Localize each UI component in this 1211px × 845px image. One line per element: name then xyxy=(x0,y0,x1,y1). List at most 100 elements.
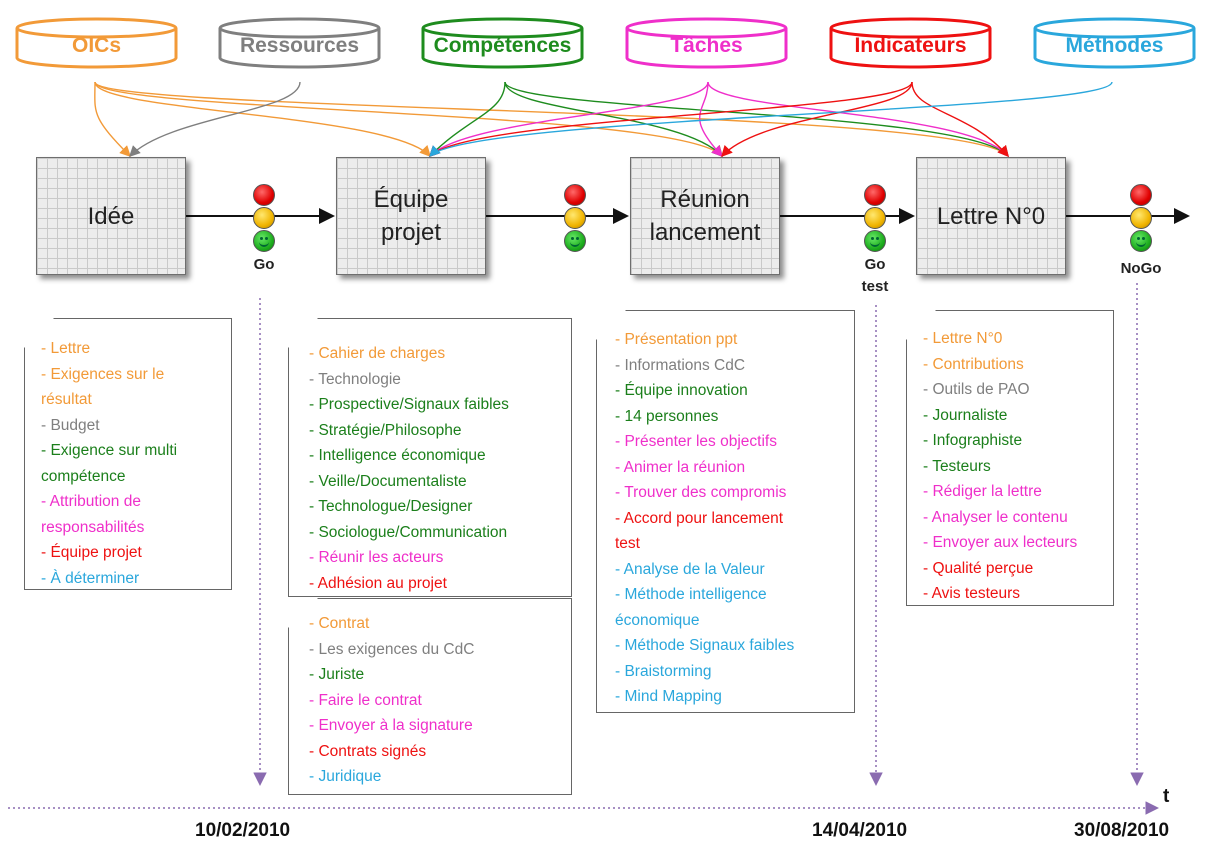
note-equipe-item: - Réunir les acteurs xyxy=(309,549,444,566)
note-equipe-projet-list: - Cahier de charges - Technologie - Prospe… xyxy=(289,319,571,596)
note-idee-item: résultat xyxy=(41,391,92,408)
note-contrat-item: - Faire le contrat xyxy=(309,691,422,709)
connector-taches-to-lettre xyxy=(707,81,1009,158)
note-idee-item: - À déterminer xyxy=(41,569,140,587)
step-lettre-n0-label: Lettre N°0 xyxy=(936,202,1046,230)
note-reunion-item: - Accord pour lancement xyxy=(615,509,784,527)
note-contrat-item: - Les exigences du CdC xyxy=(309,640,475,658)
traffic-light-3 xyxy=(864,184,886,253)
connector-competences-to-equipe xyxy=(429,81,506,157)
connector-competences-to-lettre xyxy=(504,81,1009,158)
note-lettre-item: - Outils de PAO xyxy=(923,381,1030,398)
database-taches: Tâches xyxy=(624,16,789,70)
connector-competences-to-reunion xyxy=(504,81,723,158)
database-competences: Compétences xyxy=(420,16,585,70)
note-equipe-item: - Technologue/Designer xyxy=(309,498,473,515)
note-equipe-item: - Cahier de charges xyxy=(309,345,446,362)
yellow-light-icon xyxy=(1130,207,1152,229)
time-axis-label: t xyxy=(1163,786,1170,807)
note-reunion-item: - Méthode intelligence xyxy=(615,586,767,603)
green-smiley-light-icon xyxy=(864,230,886,252)
note-equipe-projet: - Cahier de charges - Technologie - Prospe… xyxy=(288,318,572,597)
decision-label-3: Go test xyxy=(861,256,889,295)
note-contrat-item: - Contrats signés xyxy=(309,742,427,760)
database-methodes-label: Méthodes xyxy=(1065,34,1164,57)
green-smiley-light-icon xyxy=(1130,230,1152,252)
decision-label-1: Go xyxy=(253,256,275,273)
note-equipe-item: - Veille/Documentaliste xyxy=(309,472,467,490)
note-contrat-item: - Envoyer à la signature xyxy=(309,717,473,734)
date-label-2: 14/04/2010 xyxy=(812,820,908,841)
note-equipe-item: - Prospective/Signaux faibles xyxy=(309,396,509,413)
note-reunion-item: - Animer la réunion xyxy=(615,458,746,476)
note-lettre-n0-list: - Lettre N°0 - Contributions - Outils de P… xyxy=(907,311,1113,606)
green-smiley-light-icon xyxy=(253,230,275,252)
note-equipe-item: - Stratégie/Philosophe xyxy=(309,421,462,439)
note-contrat-item: - Juridique xyxy=(309,768,382,785)
step-lettre-n0: Lettre N°0 xyxy=(916,157,1066,275)
connector-ressources-to-idee xyxy=(129,81,301,157)
note-reunion-item: - Analyse de la Valeur xyxy=(615,560,765,578)
note-lettre-item: - Avis testeurs xyxy=(923,585,1021,602)
note-reunion-item: - Présenter les objectifs xyxy=(615,433,777,450)
note-lettre-item: - Testeurs xyxy=(923,457,991,475)
database-indicateurs-label: Indicateurs xyxy=(854,34,967,57)
green-smiley-light-icon xyxy=(564,230,586,252)
note-idee-item: - Équipe projet xyxy=(41,544,142,561)
note-lettre-item: - Lettre N°0 xyxy=(923,330,1003,347)
traffic-light-2 xyxy=(564,184,586,253)
note-reunion-item: test xyxy=(615,535,640,552)
note-reunion-lancement-list: - Présentation ppt- Informations CdC- Éq… xyxy=(597,311,854,710)
note-reunion-item: - Braistorming xyxy=(615,662,712,680)
note-reunion-item: économique xyxy=(615,611,700,629)
database-taches-label: Tâches xyxy=(670,34,743,57)
note-lettre-item: - Envoyer aux lecteurs xyxy=(923,534,1078,551)
note-reunion-item: - 14 personnes xyxy=(615,407,719,425)
connector-oics-to-reunion xyxy=(94,81,723,158)
decision-label-4: NoGo xyxy=(1120,260,1162,277)
yellow-light-icon xyxy=(864,207,886,229)
red-light-icon xyxy=(253,184,275,206)
note-idee-item: - Lettre xyxy=(41,340,91,357)
connector-indicateurs-to-equipe xyxy=(429,81,913,157)
step-reunion-lancement: Réunion lancement xyxy=(630,157,780,275)
database-methodes: Méthodes xyxy=(1032,16,1197,70)
connector-taches-to-equipe xyxy=(429,81,709,157)
red-light-icon xyxy=(1130,184,1152,206)
note-reunion-item: - Présentation ppt xyxy=(615,331,738,348)
note-lettre-item: - Rédiger la lettre xyxy=(923,483,1042,500)
note-equipe-item: - Adhésion au projet xyxy=(309,574,447,592)
database-ressources: Ressources xyxy=(217,16,382,70)
note-reunion-item: - Équipe innovation xyxy=(615,382,748,399)
database-competences-label: Compétences xyxy=(433,34,572,57)
date-label-1: 10/02/2010 xyxy=(195,820,291,841)
note-equipe-item: - Technologie xyxy=(309,370,401,388)
connector-indicateurs-to-lettre xyxy=(911,81,1009,158)
traffic-light-4 xyxy=(1130,184,1152,253)
note-idee-item: - Attribution de xyxy=(41,493,141,510)
note-idee-item: - Budget xyxy=(41,416,100,434)
connector-oics-to-lettre xyxy=(94,81,1009,158)
note-idee-item: responsabilités xyxy=(41,518,145,536)
database-oics: OICs xyxy=(14,16,179,70)
note-equipe-item: - Sociologue/Communication xyxy=(309,523,508,541)
note-reunion-item: - Mind Mapping xyxy=(615,688,722,705)
note-lettre-item: - Infographiste xyxy=(923,432,1023,449)
note-equipe-item: - Intelligence économique xyxy=(309,447,486,464)
yellow-light-icon xyxy=(564,207,586,229)
step-equipe-projet: Équipe projet xyxy=(336,157,486,275)
step-equipe-projet-label: Équipe projet xyxy=(373,186,449,246)
note-reunion-item: - Trouver des compromis xyxy=(615,484,787,501)
note-reunion-item: - Méthode Signaux faibles xyxy=(615,637,795,654)
note-reunion-lancement: - Présentation ppt- Informations CdC- Éq… xyxy=(596,310,855,713)
step-reunion-lancement-label: Réunion lancement xyxy=(649,186,761,246)
note-lettre-item: - Journaliste xyxy=(923,406,1008,424)
step-idee: Idée xyxy=(36,157,186,275)
database-indicateurs: Indicateurs xyxy=(828,16,993,70)
connector-oics-to-idee xyxy=(94,81,131,157)
note-lettre-item: - Contributions xyxy=(923,355,1024,373)
connector-oics-to-equipe xyxy=(94,81,431,158)
red-light-icon xyxy=(864,184,886,206)
